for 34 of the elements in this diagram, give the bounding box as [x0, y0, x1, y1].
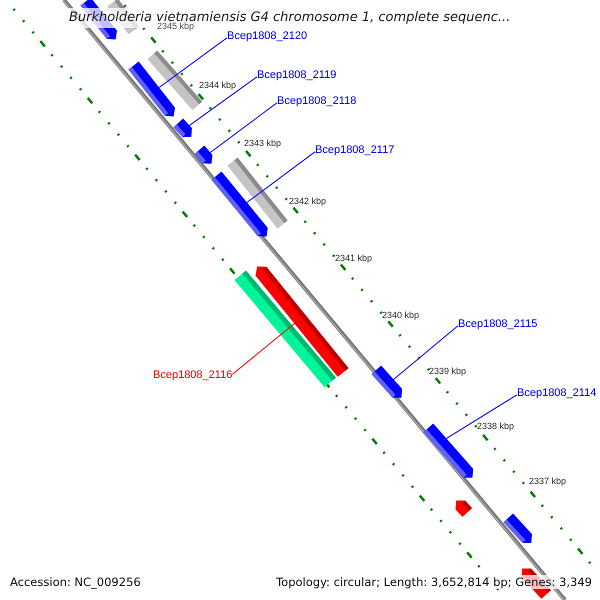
leader-line: [188, 76, 258, 126]
leader-line: [158, 37, 228, 88]
scale-label: 2341 kbp: [335, 253, 372, 263]
scale-label: 2342 kbp: [289, 196, 326, 206]
gene-block: [128, 61, 176, 118]
gene-label: Bcep1808_2117: [315, 144, 394, 156]
gene-block: [211, 171, 269, 238]
gene-label: Bcep1808_2116: [153, 369, 232, 381]
gene-label: Bcep1808_2120: [227, 30, 308, 42]
gene-label: Bcep1808_2115: [458, 318, 538, 330]
gene-label: Bcep1808_2114: [517, 387, 596, 399]
feature-bar: [234, 270, 336, 388]
scale-label: 2339 kbp: [429, 366, 466, 376]
gene-block: [502, 513, 532, 544]
scale-label: 2345 kbp: [157, 21, 194, 31]
gene-label: Bcep1808_2118: [277, 95, 356, 107]
gene-label: Bcep1808_2119: [257, 69, 336, 81]
scale-label: 2337 kbp: [529, 476, 566, 486]
leader-line: [209, 102, 278, 154]
gene-block: [422, 423, 474, 478]
genome-info-text: Topology: circular; Length: 3,652,814 bp; Genes: 3,349: [274, 575, 594, 589]
gene-block: [194, 145, 213, 164]
leader-line: [232, 322, 296, 375]
gene-block: [370, 365, 402, 398]
accession-text: Accession: NC_009256: [8, 575, 143, 589]
leader-line: [392, 325, 458, 380]
leader-line: [246, 151, 316, 203]
scale-label: 2344 kbp: [199, 80, 236, 90]
leader-line: [446, 394, 518, 440]
scale-label: 2338 kbp: [477, 421, 514, 431]
scale-label: 2340 kbp: [382, 310, 420, 320]
gene-block: [172, 118, 192, 138]
gene-block: [454, 500, 472, 517]
scale-label: 2343 kbp: [244, 138, 282, 148]
